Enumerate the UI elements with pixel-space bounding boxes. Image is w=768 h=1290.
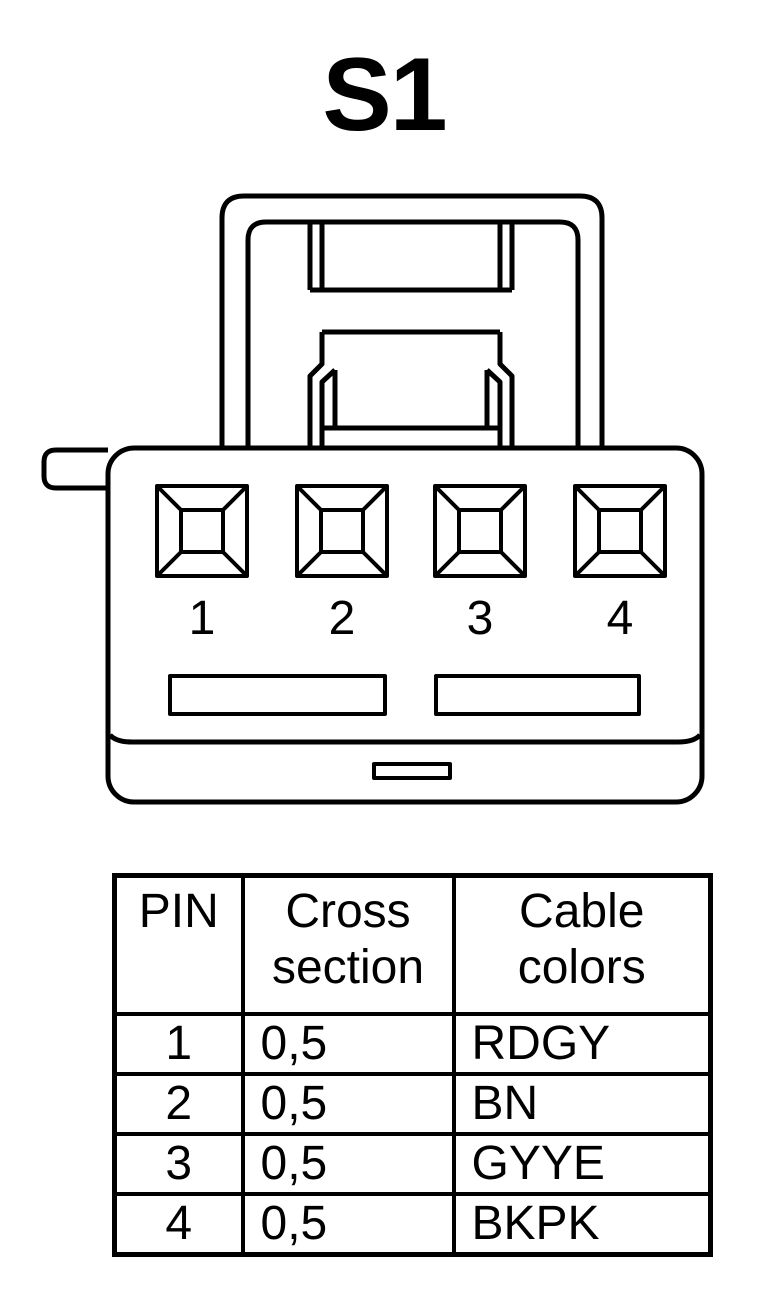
cell-pin: 4 [112,1192,245,1257]
pin-terminal-1 [155,484,249,578]
pin-number-3: 3 [467,592,494,645]
key-slot-right [434,674,641,716]
cell-cable-color: BN [451,1072,713,1136]
table-row: 1 0,5 RDGY [112,1012,713,1076]
table-row: 4 0,5 BKPK [112,1192,713,1257]
latch-hood-inner [245,219,581,448]
pin-number-4: 4 [607,592,634,645]
pin-number-1: 1 [189,592,216,645]
cell-cross-section: 0,5 [240,1012,456,1076]
body-ledge [108,733,702,745]
cell-cross-section: 0,5 [240,1132,456,1196]
cell-cable-color: RDGY [451,1012,713,1076]
pin-number-2: 2 [329,592,356,645]
key-slot-left [168,674,387,716]
header-pin: PIN [112,873,245,1016]
side-tab [41,447,108,491]
cell-cable-color: BKPK [451,1192,713,1257]
bottom-slot [372,762,452,780]
latch-crossbar [310,287,512,431]
latch-rail-right [485,222,515,448]
header-cross-section: Cross section [240,873,456,1016]
header-cable-colors: Cable colors [451,873,713,1016]
cell-cross-section: 0,5 [240,1072,456,1136]
table-row: 3 0,5 GYYE [112,1132,713,1196]
connector-title: S1 [322,37,447,153]
latch-hood-outer [219,193,605,448]
cell-pin: 3 [112,1132,245,1196]
pin-table-header: PIN Cross section Cable colors [112,873,713,1016]
cell-pin: 2 [112,1072,245,1136]
latch-rail-left [307,222,337,448]
cell-cable-color: GYYE [451,1132,713,1196]
connector-body [105,445,705,805]
pin-table: PIN Cross section Cable colors 1 0,5 RDG… [112,873,713,1257]
pin-terminal-4 [573,484,667,578]
pin-terminal-3 [433,484,527,578]
connector-diagram: 1 2 3 4 [41,193,705,805]
cell-cross-section: 0,5 [240,1192,456,1257]
pin-terminal-2 [295,484,389,578]
table-row: 2 0,5 BN [112,1072,713,1136]
cell-pin: 1 [112,1012,245,1076]
